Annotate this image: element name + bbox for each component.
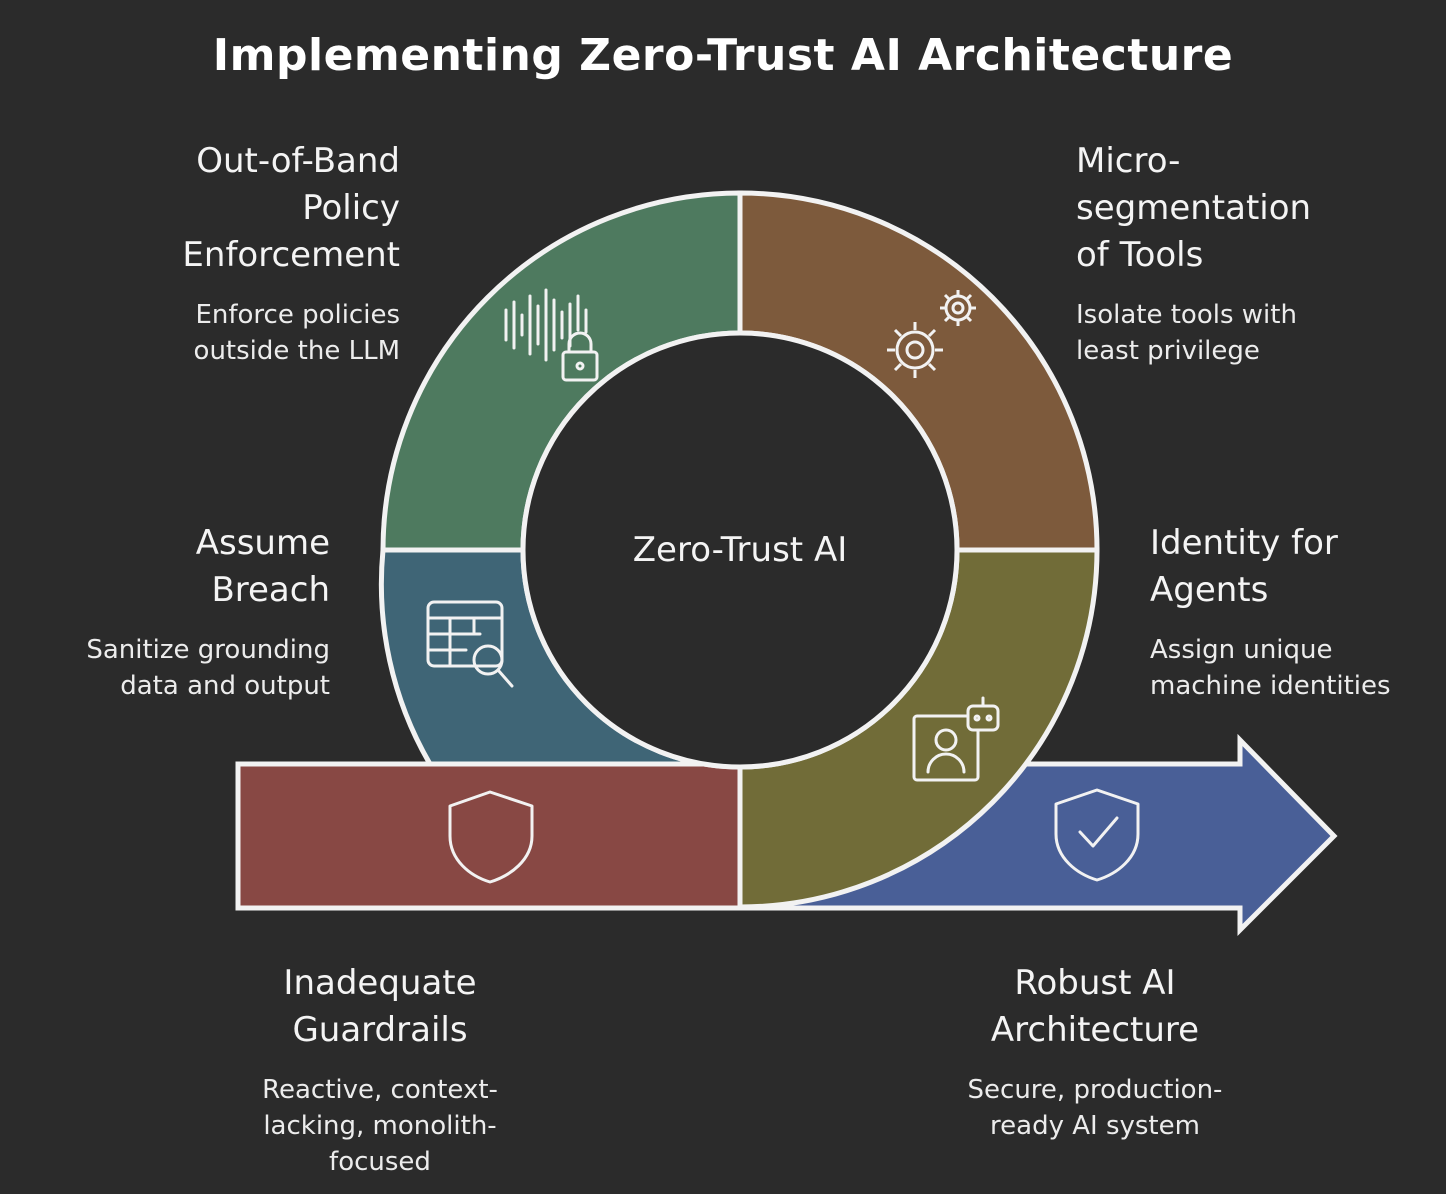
heading-line: Agents: [1150, 570, 1269, 610]
inadequate-guardrails-bar: [235, 761, 743, 911]
heading-line: Policy: [302, 188, 400, 228]
description-line: Reactive, context-: [262, 1075, 498, 1105]
heading-line: Out-of-Band: [196, 141, 400, 181]
page-title: Implementing Zero-Trust AI Architecture: [212, 30, 1234, 81]
audio-lock-icon: [504, 288, 599, 382]
shield-check-icon: [1054, 788, 1140, 882]
description-line: outside the LLM: [193, 336, 400, 366]
center-disk: [520, 330, 960, 770]
description-line: Enforce policies: [195, 300, 400, 330]
shield-icon: [448, 790, 534, 884]
micro-segmentation-label: Micro- segmentation of Tools Isolate too…: [1076, 138, 1406, 369]
identity-for-agents-label: Identity for Agents Assign unique machin…: [1150, 520, 1440, 704]
description-line: data and output: [120, 671, 330, 701]
heading-line: Enforcement: [182, 235, 400, 275]
inadequate-guardrails-label: Inadequate Guardrails Reactive, context-…: [220, 960, 540, 1180]
description-line: focused: [329, 1147, 431, 1177]
heading-line: Breach: [211, 570, 330, 610]
description-line: lacking, monolith-: [263, 1111, 497, 1141]
heading-line: Micro-: [1076, 141, 1181, 181]
heading-line: Architecture: [990, 1010, 1200, 1050]
assume-breach-label: Assume Breach Sanitize grounding data an…: [20, 520, 330, 704]
heading-line: Assume: [195, 523, 330, 563]
description-line: machine identities: [1150, 671, 1391, 701]
gears-icon: [887, 290, 976, 378]
robust-ai-label: Robust AI Architecture Secure, productio…: [930, 960, 1260, 1144]
description-line: Secure, production-: [967, 1075, 1223, 1105]
user-bot-icon: [912, 696, 1000, 782]
description-line: Sanitize grounding: [86, 635, 330, 665]
description-line: Isolate tools with: [1076, 300, 1297, 330]
description-line: Assign unique: [1150, 635, 1333, 665]
description-line: ready AI system: [990, 1111, 1200, 1141]
database-search-icon: [426, 600, 514, 688]
center-label: Zero-Trust AI: [632, 530, 848, 570]
heading-line: segmentation: [1076, 188, 1312, 228]
heading-line: Identity for: [1150, 523, 1338, 563]
heading-line: Inadequate: [283, 963, 477, 1003]
heading-line: of Tools: [1076, 235, 1204, 275]
heading-line: Guardrails: [292, 1010, 468, 1050]
description-line: least privilege: [1076, 336, 1260, 366]
heading-line: Robust AI: [1014, 963, 1176, 1003]
out-of-band-label: Out-of-Band Policy Enforcement Enforce p…: [100, 138, 400, 369]
